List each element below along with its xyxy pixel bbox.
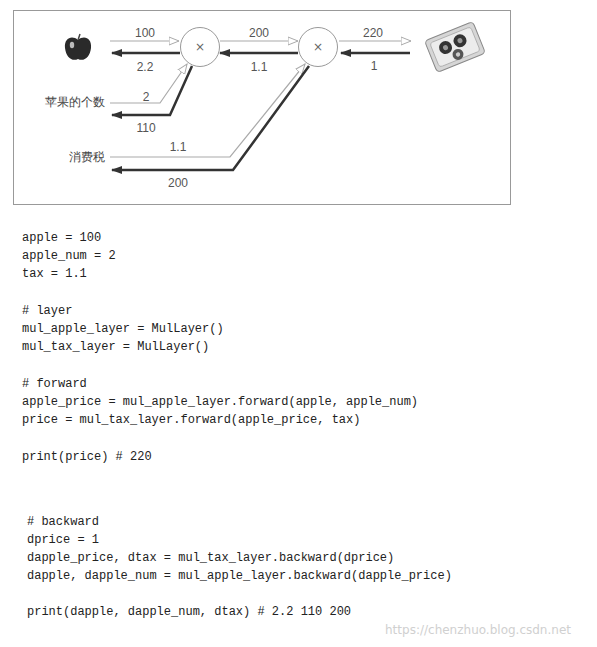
apple-icon: [65, 34, 91, 60]
value-label: 100: [135, 27, 155, 39]
backward-arrow: [112, 66, 309, 170]
coin: [451, 47, 465, 61]
code-line: dprice = 1: [27, 534, 99, 546]
coin: [437, 39, 454, 56]
gradient-label: 110: [136, 122, 155, 134]
tray: [425, 21, 486, 72]
backward-arrow: [112, 52, 180, 55]
operator-circle: [181, 28, 220, 67]
apple-highlight: [70, 42, 74, 48]
code-line: apple_price = mul_apple_layer.forward(ap…: [22, 396, 418, 408]
coin-center: [442, 44, 449, 51]
edge-arrow: [220, 40, 298, 41]
code-line: print(dapple, dapple_num, dtax) # 2.2 11…: [27, 606, 351, 618]
value-label: 2: [143, 91, 150, 103]
coin: [452, 32, 469, 49]
tray-inner: [430, 27, 481, 68]
figure-frame: [14, 11, 511, 205]
code-line: # layer: [22, 305, 72, 317]
multiply-node: ×: [298, 27, 338, 67]
code-line: # forward: [22, 378, 87, 390]
code-line: # backward: [27, 516, 99, 528]
backward-arrow: [341, 52, 410, 55]
code-line: price = mul_tax_layer.forward(apple_pric…: [22, 414, 360, 426]
edge-arrow: [220, 52, 298, 55]
input-name: 消费税: [69, 151, 105, 163]
operator-circle: [299, 28, 338, 67]
code-line: print(price) # 220: [22, 451, 152, 463]
operator-symbol: ×: [298, 27, 338, 67]
coin-center: [457, 37, 464, 44]
forward-arrow: [110, 40, 179, 41]
watermark: https://chenzhuo.blog.csdn.net: [385, 624, 571, 636]
gradient-label: 200: [168, 177, 188, 189]
gradient-label: 1: [371, 60, 378, 72]
value-label: 220: [363, 27, 383, 39]
input-name: 苹果的个数: [45, 96, 105, 108]
code-line: dapple, dapple_num = mul_apple_layer.bac…: [27, 570, 452, 582]
code-line: apple_num = 2: [22, 250, 116, 262]
money-tray-icon: [425, 21, 486, 72]
code-line: dapple_price, dtax = mul_tax_layer.backw…: [27, 552, 394, 564]
value-label: 1.1: [170, 141, 187, 153]
code-line: tax = 1.1: [22, 268, 87, 280]
backward-arrows: [112, 53, 410, 170]
apple-body: [65, 38, 91, 60]
edge-label: 1.1: [251, 61, 268, 73]
forward-arrows: [110, 41, 411, 157]
edge-label: 200: [249, 27, 269, 39]
forward-arrow: [339, 40, 411, 41]
multiply-node: ×: [180, 27, 220, 67]
gradient-label: 2.2: [137, 61, 154, 73]
code-line: apple = 100: [22, 232, 101, 244]
coin-center: [455, 52, 461, 58]
code-line: mul_apple_layer = MulLayer(): [22, 323, 224, 335]
backward-arrow: [112, 66, 192, 115]
operator-symbol: ×: [180, 27, 220, 67]
edge-layer: [220, 41, 298, 53]
code-line: mul_tax_layer = MulLayer(): [22, 341, 209, 353]
apple-stem: [78, 34, 80, 40]
